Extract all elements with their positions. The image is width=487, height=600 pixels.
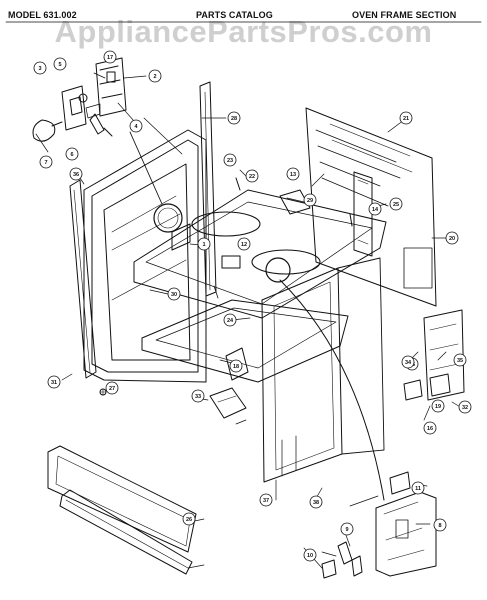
callout-label-3: 3 xyxy=(38,66,41,72)
rear-panel xyxy=(305,107,437,307)
callout-label-18: 18 xyxy=(233,364,239,370)
callout-label-1: 1 xyxy=(202,242,205,248)
callout-label-23: 23 xyxy=(227,158,233,164)
callout-label-22: 22 xyxy=(249,174,255,180)
left-side-panel xyxy=(83,129,207,383)
callout-label-5: 5 xyxy=(58,62,61,68)
callout-label-9: 9 xyxy=(345,527,348,533)
callout-label-4: 4 xyxy=(134,124,138,130)
callout-label-17: 17 xyxy=(107,55,113,61)
callout-circle-5 xyxy=(53,57,67,71)
callout-circle-33 xyxy=(191,389,205,403)
callout-circle-7 xyxy=(39,155,53,169)
left-trim-strip xyxy=(69,179,97,379)
callout-circle-17 xyxy=(103,50,117,64)
callout-circle-23 xyxy=(223,153,237,167)
callout-label-2: 2 xyxy=(153,74,156,80)
callout-label-36: 36 xyxy=(73,172,79,178)
callout-label-25: 25 xyxy=(393,202,399,208)
callout-label-16: 16 xyxy=(427,426,433,432)
cabinet-right-side xyxy=(261,257,385,483)
callout-circle-21 xyxy=(399,111,413,125)
callout-circle-13 xyxy=(286,167,300,181)
callout-label-37: 37 xyxy=(263,498,269,504)
callout-label-27: 27 xyxy=(109,386,115,392)
section-title: OVEN FRAME SECTION xyxy=(352,10,457,20)
callout-circle-22 xyxy=(245,169,259,183)
callout-label-12: 12 xyxy=(241,242,247,248)
screw-fastener xyxy=(99,388,107,396)
callout-circle-30 xyxy=(167,287,181,301)
model-number: MODEL 631.002 xyxy=(8,10,77,20)
callout-label-20: 20 xyxy=(449,236,455,242)
callout-label-38: 38 xyxy=(313,500,319,506)
callout-circle-36 xyxy=(69,167,83,181)
right-inner-bracket xyxy=(353,171,373,257)
callout-label-35: 35 xyxy=(457,358,463,364)
timer-bracket-assembly xyxy=(32,57,127,142)
callout-label-7: 7 xyxy=(44,160,47,166)
catalog-title: PARTS CATALOG xyxy=(196,10,273,20)
callout-label-30: 30 xyxy=(171,292,177,298)
callout-circle-1 xyxy=(197,237,211,251)
callout-label-21: 21 xyxy=(403,116,409,122)
callout-circle-35 xyxy=(453,353,467,367)
callout-label-26: 26 xyxy=(186,517,192,523)
callout-circle-11 xyxy=(411,481,425,495)
callout-circle-18 xyxy=(229,359,243,373)
callout-label-6: 6 xyxy=(70,152,73,158)
callout-label-8: 8 xyxy=(438,523,441,529)
callout-circle-8 xyxy=(433,518,447,532)
callout-circle-12 xyxy=(237,237,251,251)
oven-top-pan xyxy=(133,177,387,319)
front-vertical-post xyxy=(199,81,217,297)
callout-circle-4 xyxy=(129,119,143,133)
callout-label-28: 28 xyxy=(231,116,237,122)
callout-circle-25 xyxy=(389,197,403,211)
callout-circle-38 xyxy=(309,495,323,509)
callout-label-24: 24 xyxy=(227,318,234,324)
callout-markers: 1234567891011121314151617181920212223242… xyxy=(33,50,472,562)
callout-circle-37 xyxy=(259,493,273,507)
callout-circle-2 xyxy=(148,69,162,83)
kick-panel xyxy=(47,445,197,553)
callout-label-19: 19 xyxy=(435,404,441,410)
callout-circle-24 xyxy=(223,313,237,327)
callout-circle-9 xyxy=(340,522,354,536)
leader-lines xyxy=(35,72,463,569)
callout-circle-32 xyxy=(458,400,472,414)
watermark-text: AppliancePartsPros.com xyxy=(54,14,433,49)
callout-circle-3 xyxy=(33,61,47,75)
callout-circle-29 xyxy=(303,193,317,207)
callout-circle-27 xyxy=(105,381,119,395)
callout-label-33: 33 xyxy=(195,394,201,400)
callout-circle-20 xyxy=(445,231,459,245)
callout-circle-34 xyxy=(401,355,415,369)
callout-label-32: 32 xyxy=(462,405,468,411)
callout-label-11: 11 xyxy=(415,486,421,492)
lower-left-bracket xyxy=(209,387,247,419)
callout-circle-19 xyxy=(431,399,445,413)
callout-label-10: 10 xyxy=(307,553,313,559)
callout-circle-26 xyxy=(182,512,196,526)
callout-label-29: 29 xyxy=(307,198,313,204)
callout-circle-6 xyxy=(65,147,79,161)
callout-circle-10 xyxy=(303,548,317,562)
callout-label-31: 31 xyxy=(51,380,57,386)
callout-label-34: 34 xyxy=(405,360,412,366)
callout-circle-14 xyxy=(368,202,382,216)
callout-circle-28 xyxy=(227,111,241,125)
callout-circle-31 xyxy=(47,375,61,389)
oven-bottom-pan xyxy=(141,299,349,383)
right-bracket-group xyxy=(403,309,465,401)
callout-label-14: 14 xyxy=(372,207,379,213)
callout-label-13: 13 xyxy=(290,172,296,178)
callout-circle-16 xyxy=(423,421,437,435)
